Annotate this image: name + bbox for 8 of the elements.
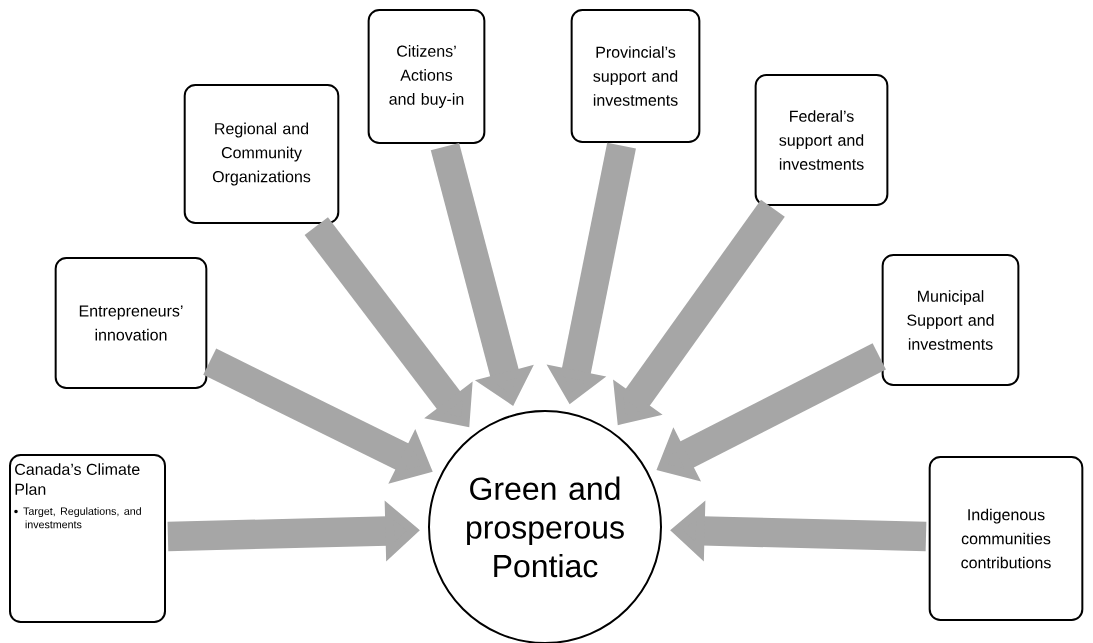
text-box: Provincial’s support and investments [570, 9, 701, 143]
text-box: Municipal Support and investments [881, 254, 1020, 386]
text-box: Federal’s support and investments [754, 74, 889, 206]
text-box: Indigenous communities contributions [928, 456, 1084, 621]
text-box: Regional and Community Organizations [183, 84, 340, 224]
text-box: Citizens’ Actions and buy-in [367, 8, 486, 145]
text-box: Canada’s Climate Plan Target, Regulations, and investments [9, 454, 166, 623]
text-box: Entrepreneurs’ innovation [54, 257, 208, 389]
